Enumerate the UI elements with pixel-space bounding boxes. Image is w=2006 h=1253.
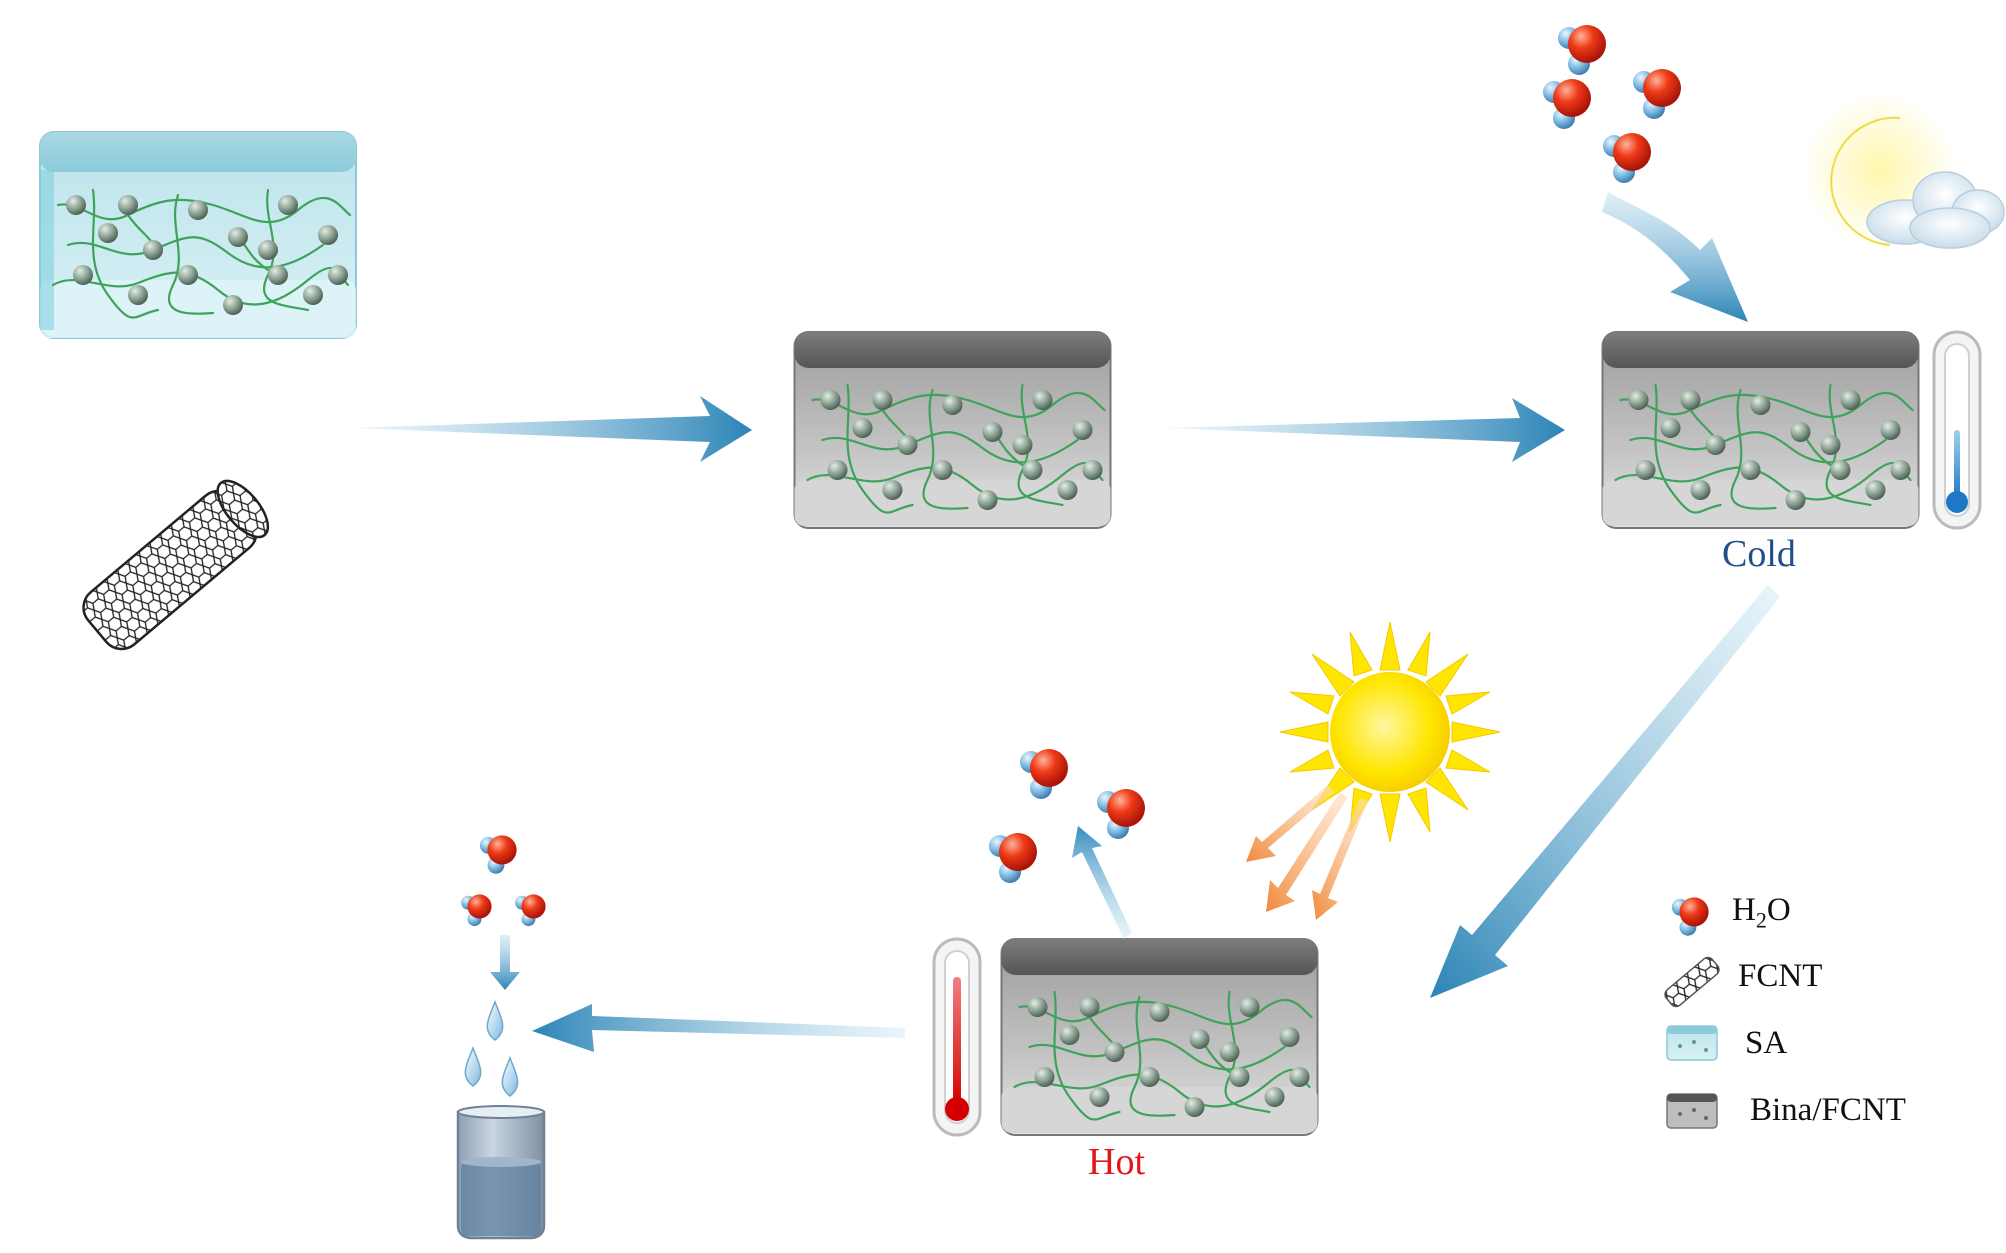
thermometer-cold-icon: [1932, 330, 1982, 530]
legend-fcnt-label: FCNT: [1738, 958, 1823, 994]
cold-label: Cold: [1722, 533, 1796, 575]
hot-label: Hot: [1088, 1141, 1145, 1183]
bina-fcnt-block-hot: [1002, 939, 1318, 1135]
bina-fcnt-block-middle: [795, 332, 1111, 528]
carbon-nanotube-icon: [82, 479, 270, 651]
legend-carbon-nanotube-icon: [1664, 956, 1720, 1008]
arrow-cold-to-hot: [1430, 585, 1780, 998]
sa-hydrogel-block: [40, 132, 356, 338]
legend-bina-icon: [1666, 1093, 1718, 1129]
moon-cloud-icon: [1802, 92, 2005, 249]
water-molecules-release: [989, 749, 1145, 883]
droplet-icon: [464, 999, 519, 1097]
arrow-release: [1072, 826, 1132, 939]
arrow-to-collection: [532, 1004, 905, 1052]
legend-h2o-label: H2O: [1732, 892, 1791, 933]
arrow-to-cold: [1165, 398, 1565, 462]
bina-fcnt-block-cold: [1603, 332, 1919, 528]
legend-sa-label: SA: [1745, 1025, 1788, 1061]
beaker-icon: [456, 1105, 546, 1240]
arrow-fabrication: [352, 396, 752, 462]
arrow-condense: [490, 935, 520, 990]
sun-icon: [1279, 621, 1501, 843]
thermometer-hot-icon: [932, 937, 982, 1137]
legend-sa-icon: [1666, 1025, 1718, 1061]
legend: [1664, 897, 1720, 1129]
solar-ray-arrows: [1246, 785, 1368, 920]
legend-water-molecule-icon: [1671, 897, 1709, 936]
arrow-absorb: [1602, 192, 1748, 322]
water-molecules-condense: [461, 835, 546, 927]
water-molecules-absorb: [1543, 25, 1681, 183]
legend-bina-label: Bina/FCNT: [1750, 1092, 1906, 1128]
